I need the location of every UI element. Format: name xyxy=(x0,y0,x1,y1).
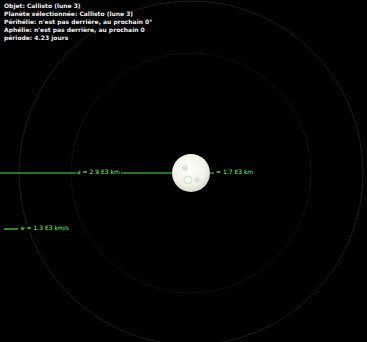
moon-disc xyxy=(172,154,210,192)
radius-label: = 1.7 E3 km xyxy=(215,169,254,176)
velocity-line xyxy=(4,228,18,229)
radius-tick xyxy=(210,173,214,174)
info-text: Aphélie: n'est pas derrière, au prochain… xyxy=(4,27,145,34)
marker-ring xyxy=(184,176,192,184)
crater xyxy=(195,178,200,183)
info-text: Objet: Callisto (lune 3) xyxy=(4,3,81,10)
crater xyxy=(182,165,188,171)
info-text: Périhélie: n'est pas derrière, au procha… xyxy=(4,19,152,26)
info-text: Planète sélectionnée: Callisto (lune 3) xyxy=(4,11,133,18)
orbit-ring xyxy=(19,1,363,342)
distance-label: a = 2.9 E3 km xyxy=(76,169,121,176)
orbit-ring xyxy=(71,53,311,293)
velocity-label: e = 1.3 E3 km/s xyxy=(20,225,70,232)
info-text: période: 4.23 jours xyxy=(4,35,68,42)
